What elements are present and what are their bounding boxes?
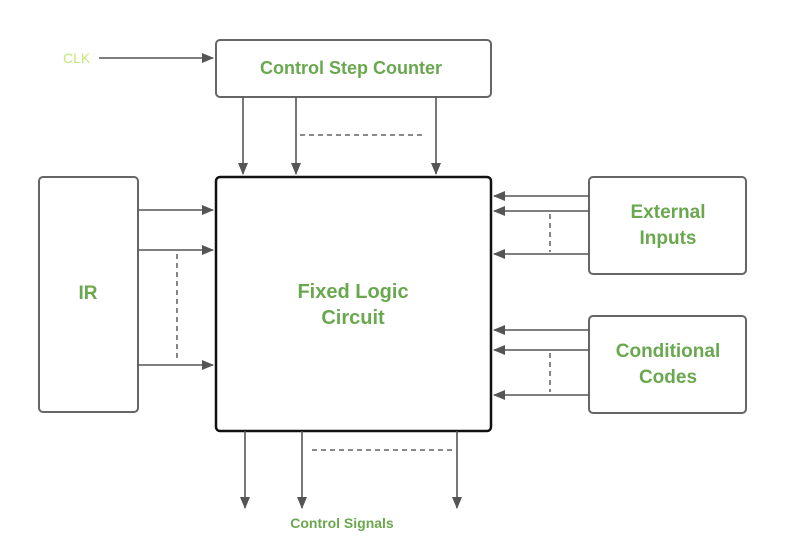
clock-label: CLK [63, 50, 91, 66]
fixed-logic-circuit-label-line2: Circuit [321, 307, 385, 329]
external-inputs-label-line2: Inputs [640, 228, 697, 249]
fixed-logic-circuit-label-line1: Fixed Logic [297, 281, 408, 303]
control-step-counter-label: Control Step Counter [260, 58, 442, 78]
conditional-codes-box: Conditional Codes [588, 315, 747, 414]
conditional-codes-label-line2: Codes [639, 367, 697, 388]
ir-label: IR [79, 283, 98, 304]
ir-box: IR [38, 176, 139, 413]
conditional-codes-label-line1: Conditional [616, 341, 720, 362]
external-inputs-label-line1: External [631, 202, 706, 223]
control-signals-label: Control Signals [290, 515, 394, 531]
fixed-logic-circuit-box: Fixed Logic Circuit [214, 175, 493, 433]
external-inputs-box: External Inputs [588, 176, 747, 275]
control-step-counter-box: Control Step Counter [215, 39, 492, 98]
